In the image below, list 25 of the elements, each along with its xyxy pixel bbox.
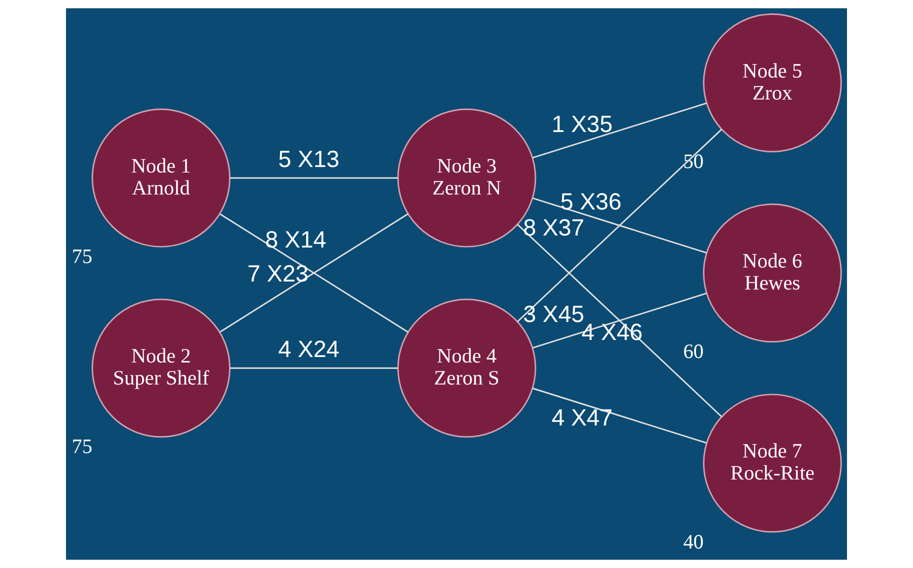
node-circle: Node 7 Rock-Rite — [702, 394, 842, 533]
node-circle: Node 2 Super Shelf — [92, 298, 231, 438]
node-label: 60 — [683, 341, 704, 364]
edge-label: 1 X35 — [552, 110, 613, 137]
connector — [230, 367, 398, 369]
node-circle: Node 5 Zrox — [702, 13, 842, 152]
connector — [517, 128, 722, 322]
node-circle: Node 6 Hewes — [702, 204, 842, 342]
node-label: 50 — [683, 151, 704, 174]
edge-label: 4 X47 — [552, 404, 613, 430]
node-label: 40 — [683, 531, 704, 554]
edge-label: 7 X23 — [247, 260, 308, 286]
connector — [517, 224, 722, 418]
connector — [532, 292, 707, 349]
edge-label: 5 X13 — [278, 146, 340, 172]
node-circle: Node 1 Arnold — [92, 108, 231, 248]
connector — [230, 177, 398, 179]
node-label: 75 — [72, 246, 92, 268]
connector — [532, 388, 707, 444]
node-label: 75 — [72, 436, 92, 458]
connector — [532, 198, 707, 254]
edge-label: 4 X24 — [278, 336, 340, 362]
edge-label: 8 X14 — [265, 226, 326, 252]
connector — [532, 102, 707, 158]
edge-label: 5 X36 — [560, 188, 622, 214]
